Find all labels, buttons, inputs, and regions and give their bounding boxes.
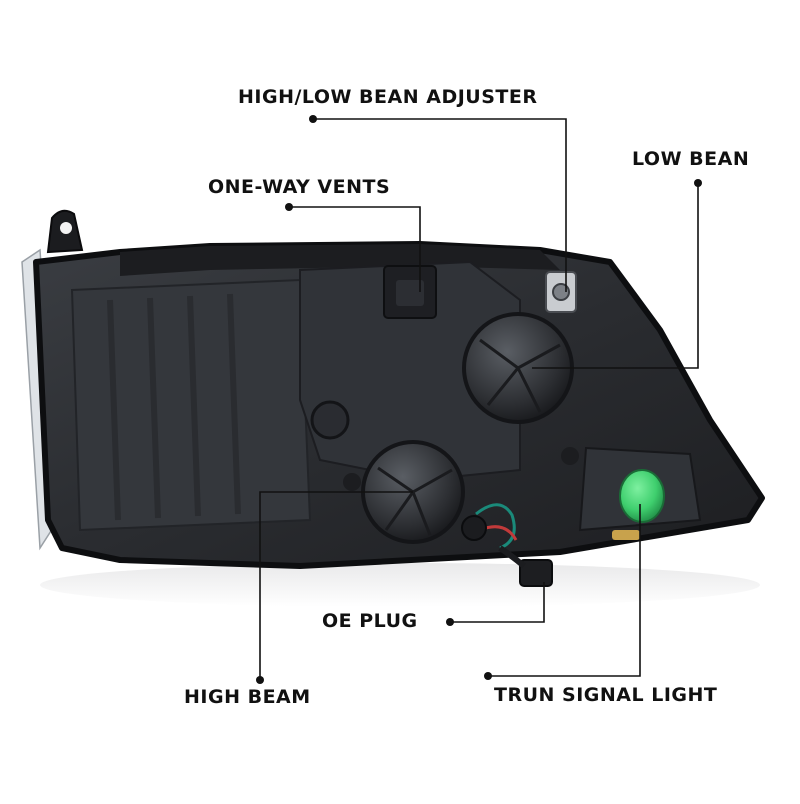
- boss-left: [310, 400, 350, 440]
- dot-vents: [285, 203, 293, 211]
- high-beam-ribs: [377, 466, 453, 536]
- oe-plug-connector: [519, 559, 553, 587]
- dot-high-beam: [256, 676, 264, 684]
- dot-low-beam: [694, 179, 702, 187]
- leader-turn-signal: [488, 504, 641, 677]
- top-rim: [120, 244, 560, 276]
- leader-vents: [289, 206, 421, 292]
- label-low-bean: LOW BEAN: [632, 148, 750, 170]
- vent-cap: [396, 280, 424, 306]
- dot-turn-signal: [484, 672, 492, 680]
- label-high-low-adjuster: HIGH/LOW BEAN ADJUSTER: [238, 86, 538, 108]
- label-one-way-vents: ONE-WAY VENTS: [208, 176, 391, 198]
- dot-oe-plug: [446, 618, 454, 626]
- low-beam-ribs: [479, 338, 561, 413]
- wire-teal: [475, 503, 516, 550]
- leader-high-beam: [259, 491, 413, 680]
- floor-shadow: [40, 563, 760, 607]
- callout-lines: [259, 118, 699, 680]
- turn-signal-bulb: [612, 530, 640, 540]
- wire-grommet: [461, 515, 487, 541]
- leader-oe-plug: [450, 582, 545, 623]
- boss-screw: [343, 473, 361, 491]
- label-high-beam: HIGH BEAM: [184, 686, 311, 708]
- panel-ribs: [107, 293, 241, 521]
- label-oe-plug: OE PLUG: [322, 610, 418, 632]
- mounting-hole: [60, 222, 72, 234]
- plug-cable: [498, 545, 526, 569]
- boss-screw-right: [561, 447, 579, 465]
- center-body: [299, 260, 521, 482]
- leader-low-beam: [532, 183, 699, 369]
- leader-adjuster: [313, 118, 567, 292]
- turn-signal-cap: [619, 469, 665, 523]
- label-turn-signal: TRUN SIGNAL LIGHT: [494, 684, 718, 706]
- callout-dots: [256, 115, 702, 684]
- dot-adjuster: [309, 115, 317, 123]
- adjuster-knob: [552, 283, 570, 301]
